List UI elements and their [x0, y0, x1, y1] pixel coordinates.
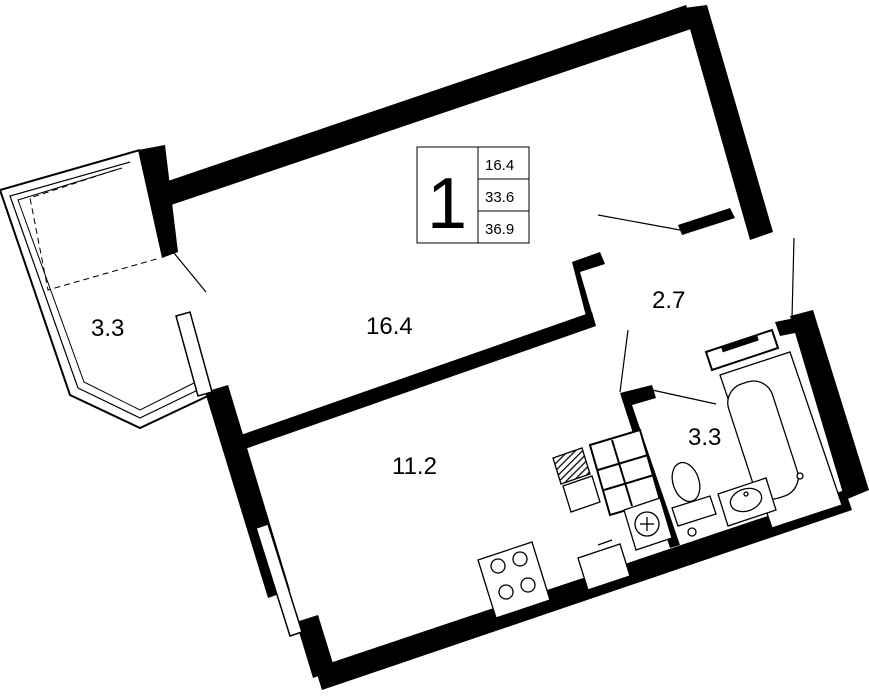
windows — [175, 311, 303, 637]
wall-stub-right — [678, 208, 735, 235]
door-balcony — [159, 235, 207, 293]
door-kitchen — [619, 329, 629, 393]
door-bathroom — [651, 389, 717, 405]
wall-divider — [238, 312, 596, 450]
legend-rooms-count: 1 — [427, 164, 467, 244]
wall-bath-right — [775, 318, 800, 336]
door-exterior — [791, 237, 795, 319]
balcony — [0, 149, 211, 430]
kitchen-fixtures — [477, 428, 673, 619]
bathroom-sink-icon — [717, 477, 777, 527]
stove-icon — [477, 541, 551, 619]
wall-left-bottom — [296, 615, 335, 678]
wall-right-upper — [684, 5, 773, 240]
washing-machine-icon — [623, 497, 673, 551]
window-left — [255, 523, 303, 637]
bathroom-fixtures — [671, 328, 843, 537]
room-labels: 3.3 16.4 11.2 2.7 3.3 — [91, 287, 721, 480]
room-label-balcony: 3.3 — [91, 315, 124, 342]
wall-bottom — [315, 490, 852, 690]
room-label-bathroom: 3.3 — [688, 424, 721, 451]
door-entrance — [597, 214, 681, 231]
balcony-railing — [9, 161, 203, 419]
legend: 1 16.4 33.6 36.9 — [416, 146, 530, 244]
room-label-living: 16.4 — [366, 313, 413, 340]
wall-left-upper — [138, 145, 178, 258]
wall-right-lower — [790, 310, 869, 500]
door-lines — [159, 214, 795, 405]
bathtub-icon — [719, 351, 843, 529]
floor-drain-icon — [687, 527, 697, 537]
room-label-hallway: 2.7 — [652, 287, 685, 314]
legend-total-with-balcony: 36.9 — [485, 221, 514, 238]
window-balcony-door — [175, 311, 213, 397]
balcony-dashed-line — [29, 169, 161, 291]
legend-total-area: 33.6 — [485, 189, 514, 206]
towel-rail-icon — [704, 328, 780, 372]
toilet-icon — [671, 461, 717, 527]
legend-box — [416, 146, 530, 244]
wall-stub-upper — [572, 252, 605, 324]
balcony-outline — [0, 149, 211, 430]
room-label-kitchen: 11.2 — [392, 453, 437, 480]
hatched-appliance-icon — [552, 447, 601, 513]
wall-top — [165, 5, 694, 205]
kitchen-sink-icon — [577, 539, 631, 591]
legend-living-area: 16.4 — [485, 157, 514, 174]
balcony-railing-inner — [17, 167, 197, 411]
